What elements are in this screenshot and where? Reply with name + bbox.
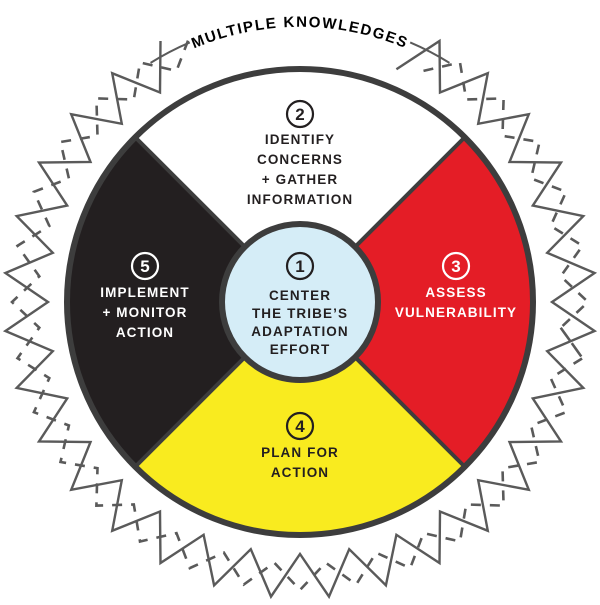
step-assess: 3 ASSESS VULNERABILITY bbox=[395, 251, 517, 320]
zigzag-dashed-ring bbox=[10, 35, 590, 592]
quadrant-assess bbox=[300, 137, 534, 467]
quadrant-identify bbox=[135, 69, 465, 302]
quadrant-divider bbox=[353, 135, 467, 249]
wheel-outer-ring bbox=[64, 66, 536, 538]
step-label-line: CONCERNS bbox=[257, 152, 343, 167]
step-label-line: THE TRIBE’S bbox=[252, 306, 348, 321]
step-label-line: ASSESS bbox=[425, 285, 486, 300]
step-label-line: + GATHER bbox=[262, 172, 338, 187]
step-number-circle bbox=[285, 251, 315, 281]
step-label-line: ADAPTATION bbox=[251, 324, 349, 339]
step-label-line: VULNERABILITY bbox=[395, 305, 517, 320]
step-number-circle bbox=[441, 251, 471, 281]
center-circle bbox=[219, 221, 381, 383]
step-label-line: PLAN FOR bbox=[261, 445, 339, 460]
step-plan: 4 PLAN FOR ACTION bbox=[261, 411, 339, 480]
step-number-circle bbox=[285, 99, 315, 129]
step-label-line: IMPLEMENT bbox=[100, 285, 189, 300]
step-label-line: INFORMATION bbox=[247, 192, 353, 207]
step-number: 4 bbox=[295, 417, 305, 436]
step-implement: 5 IMPLEMENT + MONITOR ACTION bbox=[100, 251, 189, 340]
step-label-line: EFFORT bbox=[270, 342, 331, 357]
step-label-line: ACTION bbox=[116, 325, 174, 340]
quadrant-divider bbox=[353, 355, 467, 469]
multiple-knowledges-text: MULTIPLE KNOWLEDGES bbox=[189, 14, 409, 52]
wheel bbox=[64, 66, 536, 538]
step-number: 2 bbox=[295, 105, 304, 124]
title-flank-arc bbox=[409, 41, 450, 64]
quadrant-divider bbox=[133, 355, 247, 469]
step-number: 3 bbox=[451, 257, 460, 276]
step-number: 5 bbox=[140, 257, 149, 276]
multiple-knowledges-label: MULTIPLE KNOWLEDGES bbox=[189, 14, 411, 52]
title-flank-arc bbox=[150, 41, 191, 64]
step-number-circle bbox=[130, 251, 160, 281]
step-label-line: ACTION bbox=[271, 465, 329, 480]
step-label-line: + MONITOR bbox=[102, 305, 187, 320]
step-identify: 2 IDENTIFY CONCERNS + GATHER INFORMATION bbox=[247, 99, 353, 207]
step-number: 1 bbox=[295, 257, 304, 276]
step-label-line: CENTER bbox=[269, 288, 331, 303]
step-number-circle bbox=[285, 411, 315, 441]
zigzag-border bbox=[2, 35, 598, 600]
step-label-line: IDENTIFY bbox=[265, 132, 335, 147]
quadrant-implement bbox=[67, 137, 301, 467]
quadrant-plan bbox=[135, 302, 465, 535]
quadrant-divider bbox=[133, 135, 247, 249]
step-center: 1 CENTER THE TRIBE’S ADAPTATION EFFORT bbox=[251, 251, 349, 357]
